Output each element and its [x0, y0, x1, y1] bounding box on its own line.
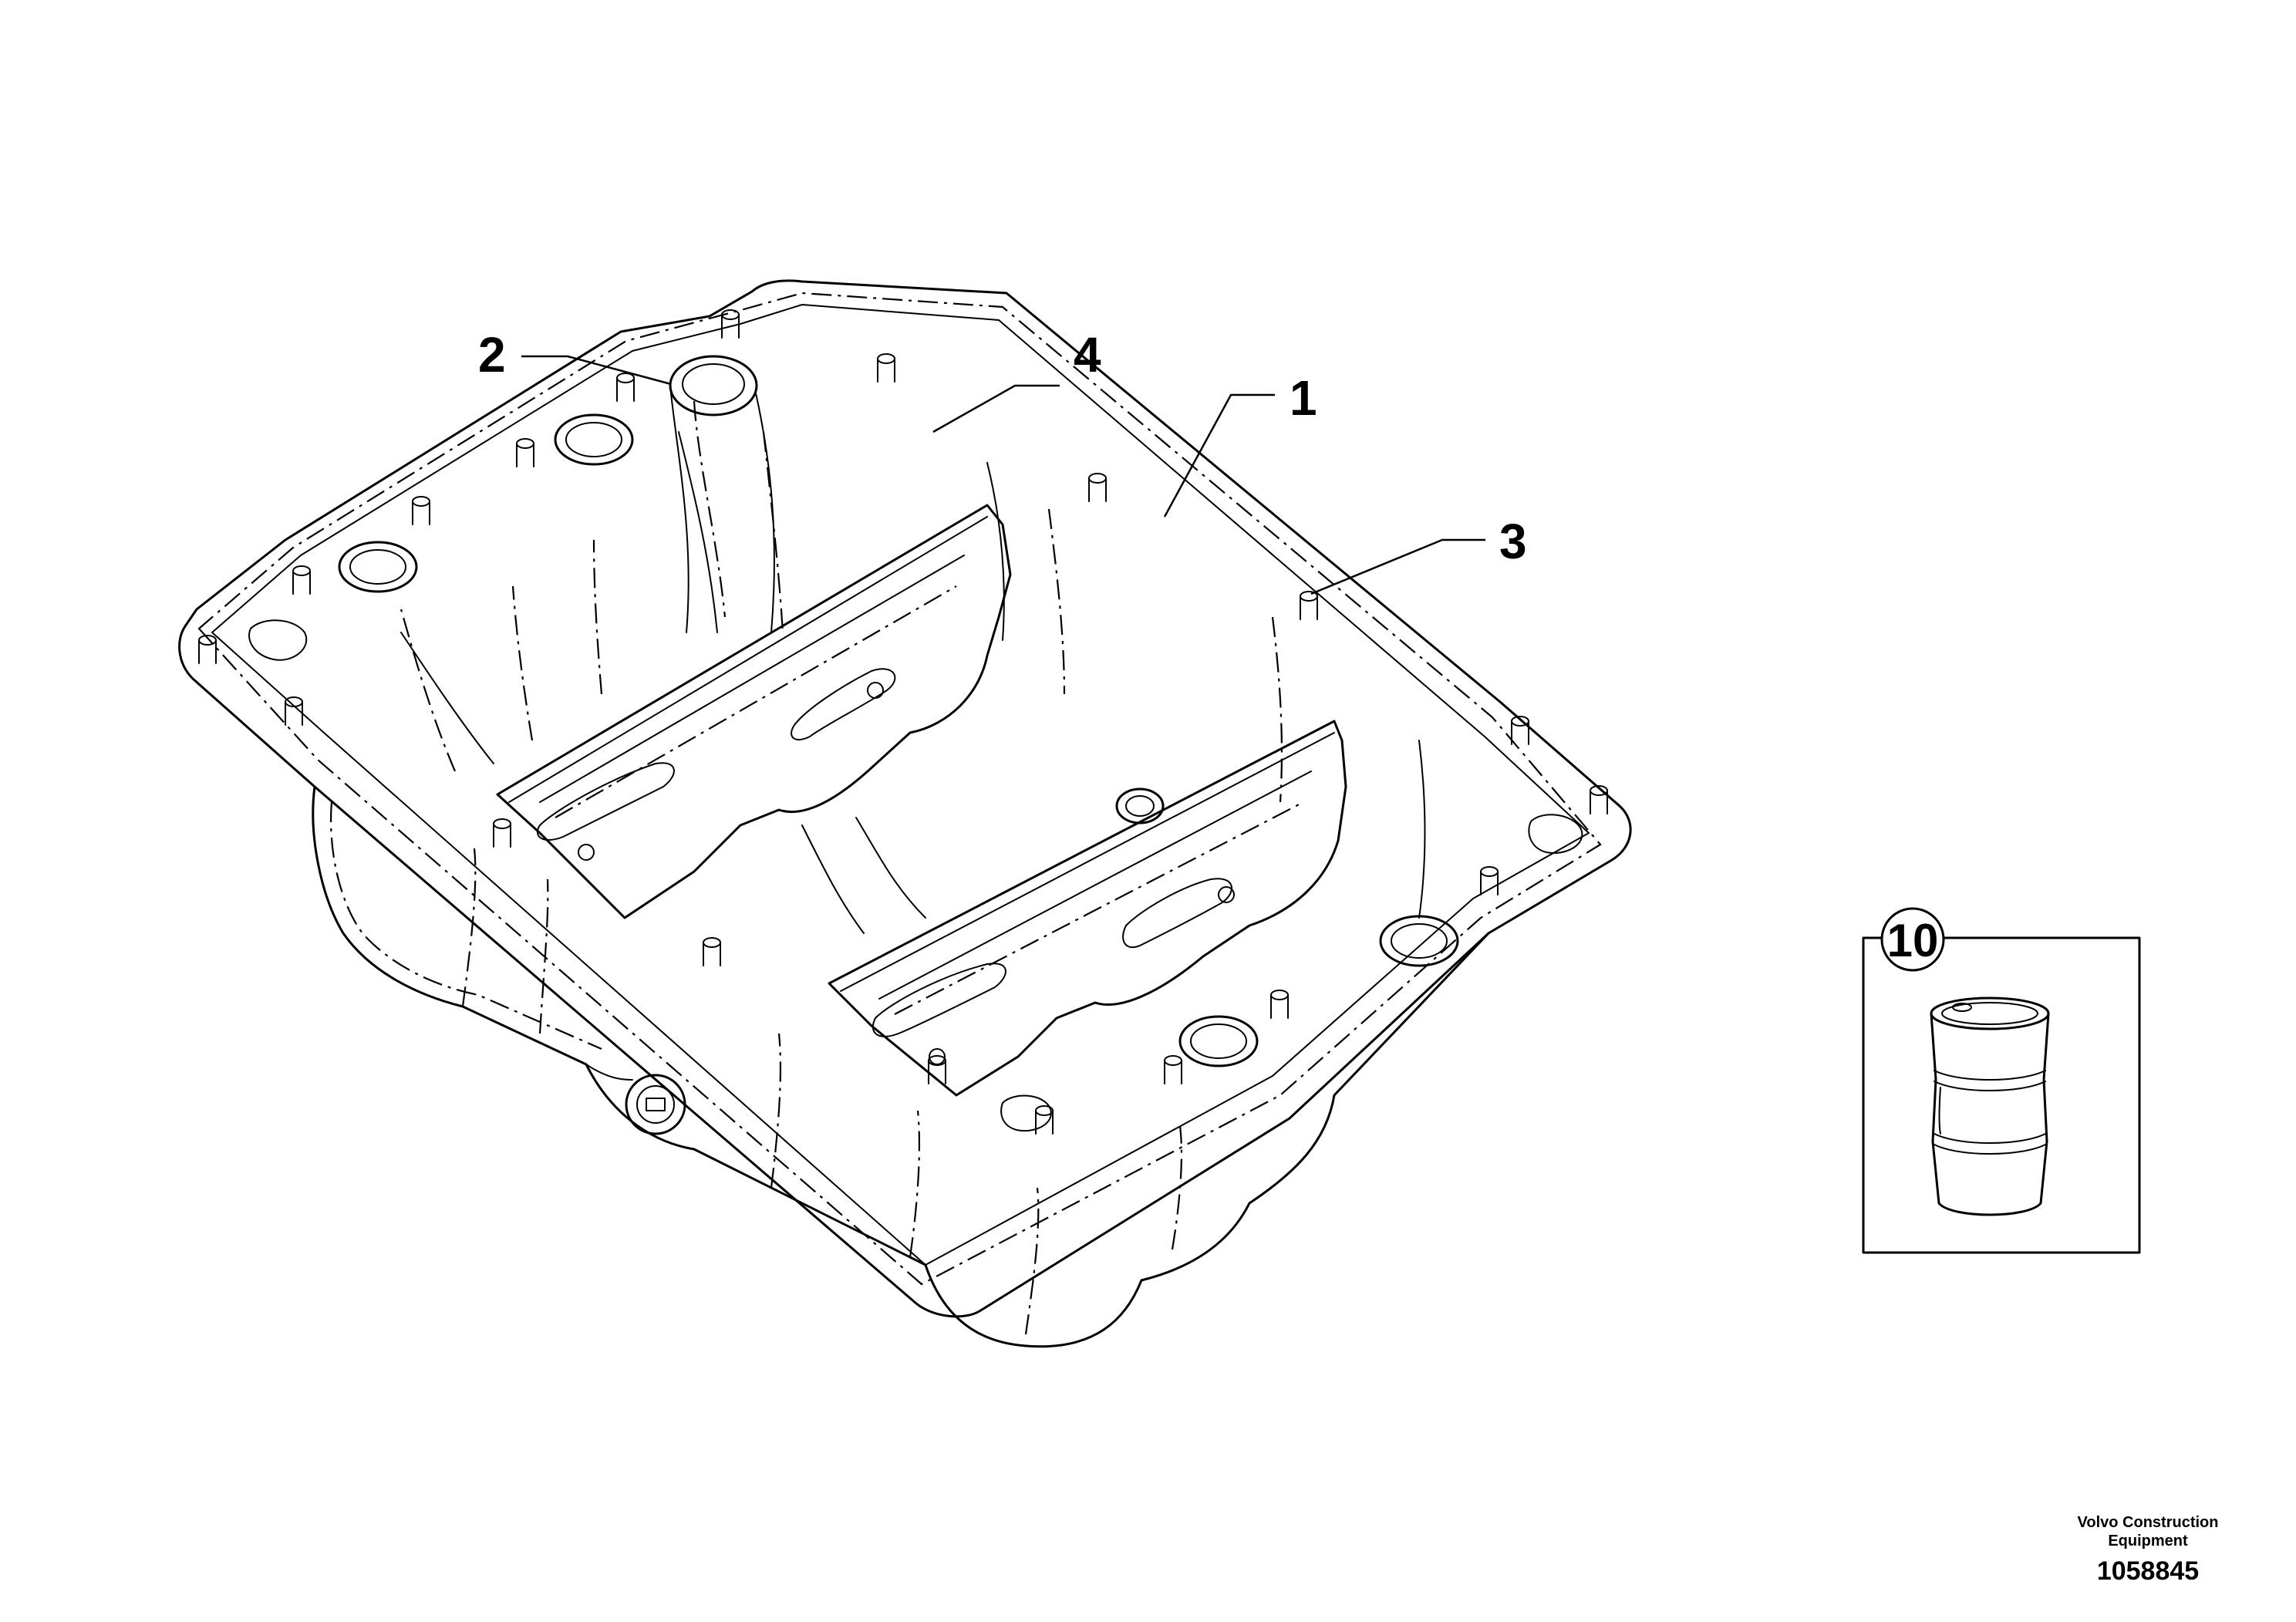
- callouts: 2 4 1 3: [478, 327, 1527, 569]
- oil-pan-icon: [178, 279, 1632, 1348]
- callout-4: 4: [1074, 327, 1101, 383]
- leader-item-1: [1163, 393, 1275, 518]
- callout-3: 3: [1499, 514, 1527, 569]
- callout-2: 2: [478, 327, 506, 383]
- kit-box: 10: [1862, 907, 2141, 1254]
- callout-1: 1: [1290, 370, 1317, 426]
- kit-box-frame: [1862, 936, 2141, 1254]
- leader-lines: [521, 355, 1485, 595]
- oil-barrel-icon: [1930, 996, 2050, 1216]
- leader-item-3: [1310, 538, 1485, 595]
- drawing-number: 1058845: [2096, 1556, 2200, 1586]
- leader-item-2: [521, 355, 672, 386]
- kit-callout-circle: [1880, 907, 1945, 972]
- callout-10: 10: [1887, 915, 1939, 966]
- company-name: Volvo Construction Equipment: [2077, 1514, 2219, 1549]
- leader-item-4: [932, 384, 1060, 433]
